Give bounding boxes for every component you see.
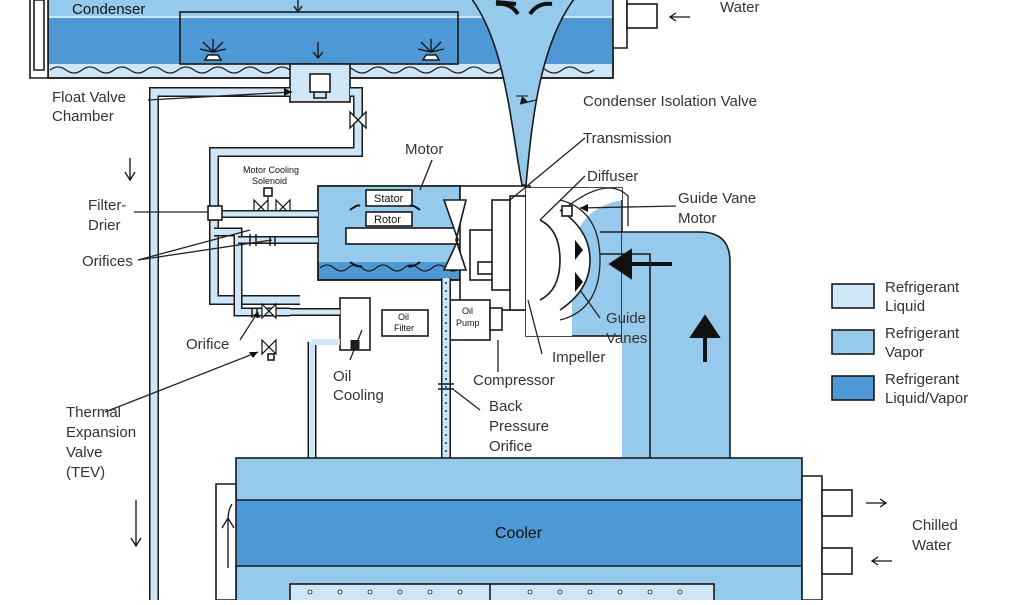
legend-swatch-liquid-vapor: [831, 375, 875, 401]
guide-vanes-label-2: Vanes: [606, 330, 647, 347]
tev-label-4: (TEV): [66, 464, 105, 481]
spray-nozzle-right: [417, 39, 445, 61]
svg-text:Refrigerant: Refrigerant: [885, 371, 960, 388]
flow-arrow-upper: [124, 158, 136, 182]
orifice-label: Orifice: [186, 336, 229, 353]
motor-label: Motor: [405, 141, 443, 158]
float-valve-chamber: [289, 63, 351, 103]
cooler-label: Cooler: [495, 525, 543, 542]
rotor-label: Rotor: [374, 214, 401, 226]
motor-cooling-label-2: Solenoid: [252, 176, 287, 186]
flow-arrow-lower: [130, 500, 142, 548]
back-pressure-label-2: Pressure: [489, 418, 549, 435]
cooler-left-endcap: [215, 483, 237, 601]
stator-label: Stator: [374, 193, 404, 205]
chilled-water-label-2: Water: [912, 537, 951, 554]
suction-pipe: [600, 231, 731, 458]
transmission-label: Transmission: [583, 130, 672, 147]
thermal-expansion-valve: [251, 302, 277, 361]
svg-text:Pump: Pump: [456, 318, 480, 328]
condenser-isolation-valve: [471, 0, 575, 186]
svg-text:Filter: Filter: [394, 323, 414, 333]
tev-label-3: Valve: [66, 444, 102, 461]
diffuser-label: Diffuser: [587, 168, 638, 185]
spray-nozzle-left: [199, 39, 227, 61]
oil-cooling-label-2: Cooling: [333, 387, 384, 404]
cooler-vessel: Cooler: [235, 457, 803, 605]
svg-text:Refrigerant: Refrigerant: [885, 279, 960, 296]
motor-housing: Stator Rotor: [317, 185, 477, 281]
filter-drier-label-2: Drier: [88, 217, 121, 234]
legend-item-liquid: Refrigerant Liquid: [831, 279, 960, 315]
impeller-label: Impeller: [552, 349, 605, 366]
tev-label-1: Thermal: [66, 404, 121, 421]
transmission-housing: [442, 185, 531, 311]
oil-return-line: [438, 278, 454, 462]
condenser-isolation-valve-label: Condenser Isolation Valve: [583, 93, 757, 110]
cooler-chilled-water-nozzle: [801, 475, 892, 601]
legend-item-vapor: Refrigerant Vapor: [831, 325, 960, 361]
svg-text:Liquid: Liquid: [885, 298, 925, 315]
chilled-water-label-1: Chilled: [912, 517, 958, 534]
guide-vane-motor-label-2: Motor: [678, 210, 716, 227]
oil-pump: Oil Pump: [449, 299, 503, 341]
oil-cooling-label-1: Oil: [333, 368, 351, 385]
svg-text:Refrigerant: Refrigerant: [885, 325, 960, 342]
condenser-water-nozzle: [612, 0, 690, 49]
legend-swatch-vapor: [831, 329, 875, 355]
guide-vane-motor-label-1: Guide Vane: [678, 190, 756, 207]
svg-text:Oil: Oil: [462, 306, 473, 316]
svg-text:Oil: Oil: [398, 312, 409, 322]
oil-filter: Oil Filter: [381, 309, 429, 337]
guide-vanes-label-1: Guide: [606, 310, 646, 327]
svg-text:Vapor: Vapor: [885, 344, 924, 361]
water-top-label: Water: [720, 0, 759, 16]
float-valve-label-1: Float Valve: [52, 89, 126, 106]
liquid-line-valve: [349, 110, 367, 130]
condenser-label: Condenser: [72, 1, 145, 18]
filter-drier: [207, 205, 223, 221]
back-pressure-label-3: Orifice: [489, 438, 532, 455]
legend: Refrigerant Liquid Refrigerant Vapor Ref…: [831, 279, 968, 407]
legend-swatch-liquid: [831, 283, 875, 309]
callout-lines: [104, 91, 677, 413]
orifices-label: Orifices: [82, 253, 133, 270]
svg-text:Liquid/Vapor: Liquid/Vapor: [885, 390, 968, 407]
compressor-label: Compressor: [473, 372, 555, 389]
tev-label-2: Expansion: [66, 424, 136, 441]
callout-arrowheads: [249, 88, 588, 358]
back-pressure-label-1: Back: [489, 398, 523, 415]
oil-cooler: [290, 297, 371, 460]
orifice-marks: [249, 234, 276, 246]
motor-cooling-label-1: Motor Cooling: [243, 165, 299, 175]
compressor-impeller-section: [525, 187, 629, 337]
filter-drier-label-1: Filter-: [88, 197, 126, 214]
legend-item-liquid-vapor: Refrigerant Liquid/Vapor: [831, 371, 968, 407]
float-valve-label-2: Chamber: [52, 108, 114, 125]
